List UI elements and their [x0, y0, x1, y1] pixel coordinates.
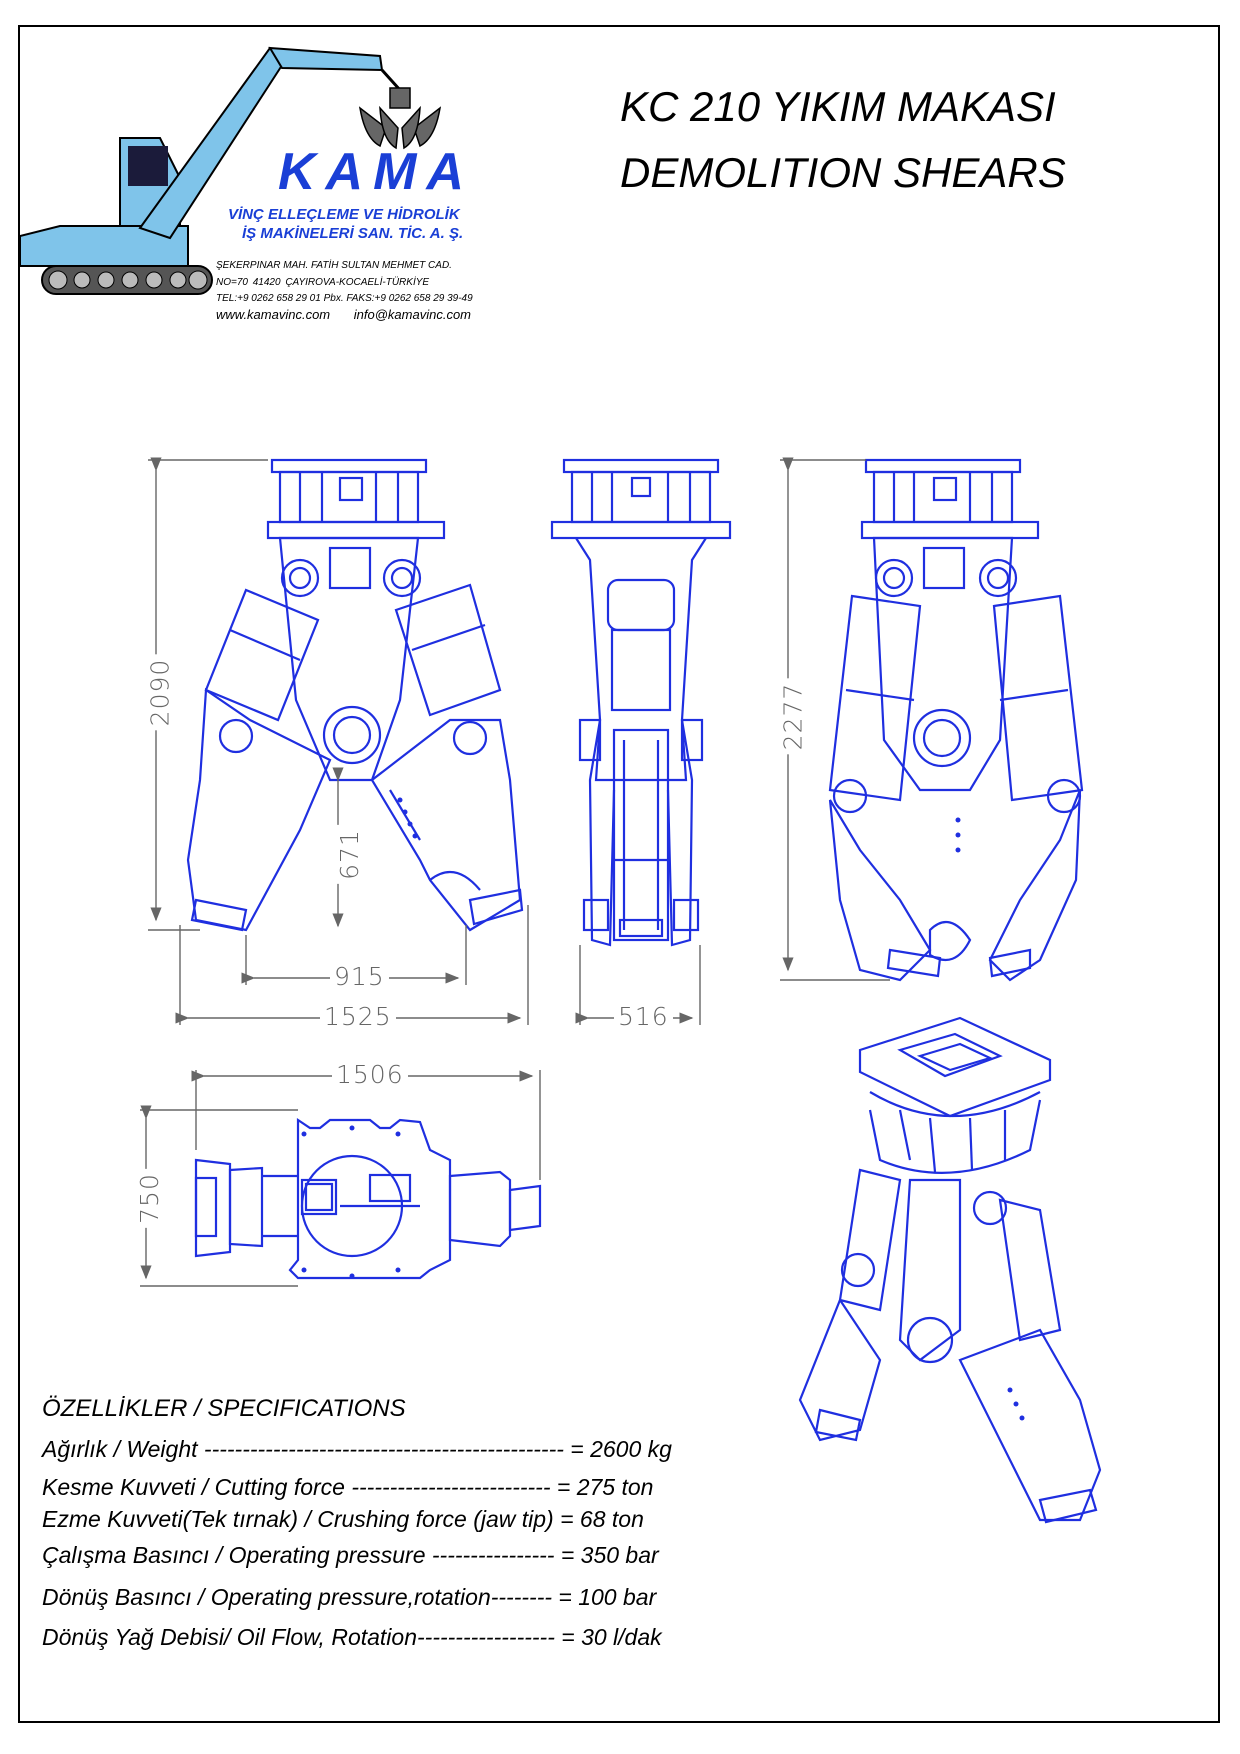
company-line-1: VİNÇ ELLEÇLEME VE HİDROLİK: [228, 206, 460, 223]
contact-line: www.kamavinc.com info@kamavinc.com: [216, 307, 471, 322]
title-line-2: DEMOLITION SHEARS: [620, 149, 1066, 196]
company-line-2: İŞ MAKİNELERİ SAN. TİC. A. Ş.: [242, 225, 464, 242]
page-frame: [18, 25, 1220, 1723]
title-line-1: KC 210 YIKIM MAKASI: [620, 83, 1056, 130]
dim-open-height: 2277: [778, 678, 807, 755]
address-line-3: TEL:+9 0262 658 29 01 Pbx. FAKS:+9 0262 …: [216, 293, 473, 304]
brand-name: KAMA: [278, 143, 474, 201]
email-link[interactable]: info@kamavinc.com: [353, 307, 472, 322]
dim-top-depth: 750: [135, 1169, 164, 1228]
spec-row-rotation-pressure: Dönüş Basıncı / Operating pressure,rotat…: [42, 1584, 657, 1610]
address-line-2: NO=70 41420 ÇAYIROVA-KOCAELİ-TÜRKİYE: [216, 277, 430, 288]
specifications-title: ÖZELLİKLER / SPECIFICATIONS: [42, 1395, 406, 1422]
website-link[interactable]: www.kamavinc.com: [216, 307, 331, 322]
front-view-drawing: [186, 458, 524, 932]
dim-jaw-depth: 671: [335, 825, 364, 884]
spec-row-cutting-force: Kesme Kuvveti / Cutting force ----------…: [42, 1474, 654, 1500]
spec-row-oil-flow: Dönüş Yağ Debisi/ Oil Flow, Rotation----…: [42, 1624, 662, 1650]
company-logo-block: KAMA VİNÇ ELLEÇLEME VE HİDROLİK İŞ MAKİN…: [20, 28, 490, 322]
dim-front-height: 2090: [145, 654, 174, 731]
spec-row-crushing-force: Ezme Kuvveti(Tek tırnak) / Crushing forc…: [42, 1506, 644, 1532]
side-view-drawing: [550, 458, 732, 947]
spec-row-weight: Ağırlık / Weight -----------------------…: [42, 1436, 672, 1462]
dim-front-width: 1525: [320, 1004, 396, 1029]
excavator-logo-icon: [20, 46, 442, 295]
dim-top-width: 1506: [332, 1062, 408, 1087]
isometric-view-drawing: [798, 1016, 1102, 1524]
dimension-lines: [140, 457, 890, 1287]
dim-side-width: 516: [614, 1004, 673, 1029]
address-line-1: ŞEKERPINAR MAH. FATİH SULTAN MEHMET CAD.: [216, 260, 452, 271]
top-view-drawing: [194, 1117, 542, 1280]
open-view-drawing: [828, 458, 1084, 982]
spec-row-operating-pressure: Çalışma Basıncı / Operating pressure ---…: [42, 1542, 659, 1568]
dim-jaw-opening: 915: [330, 964, 389, 989]
